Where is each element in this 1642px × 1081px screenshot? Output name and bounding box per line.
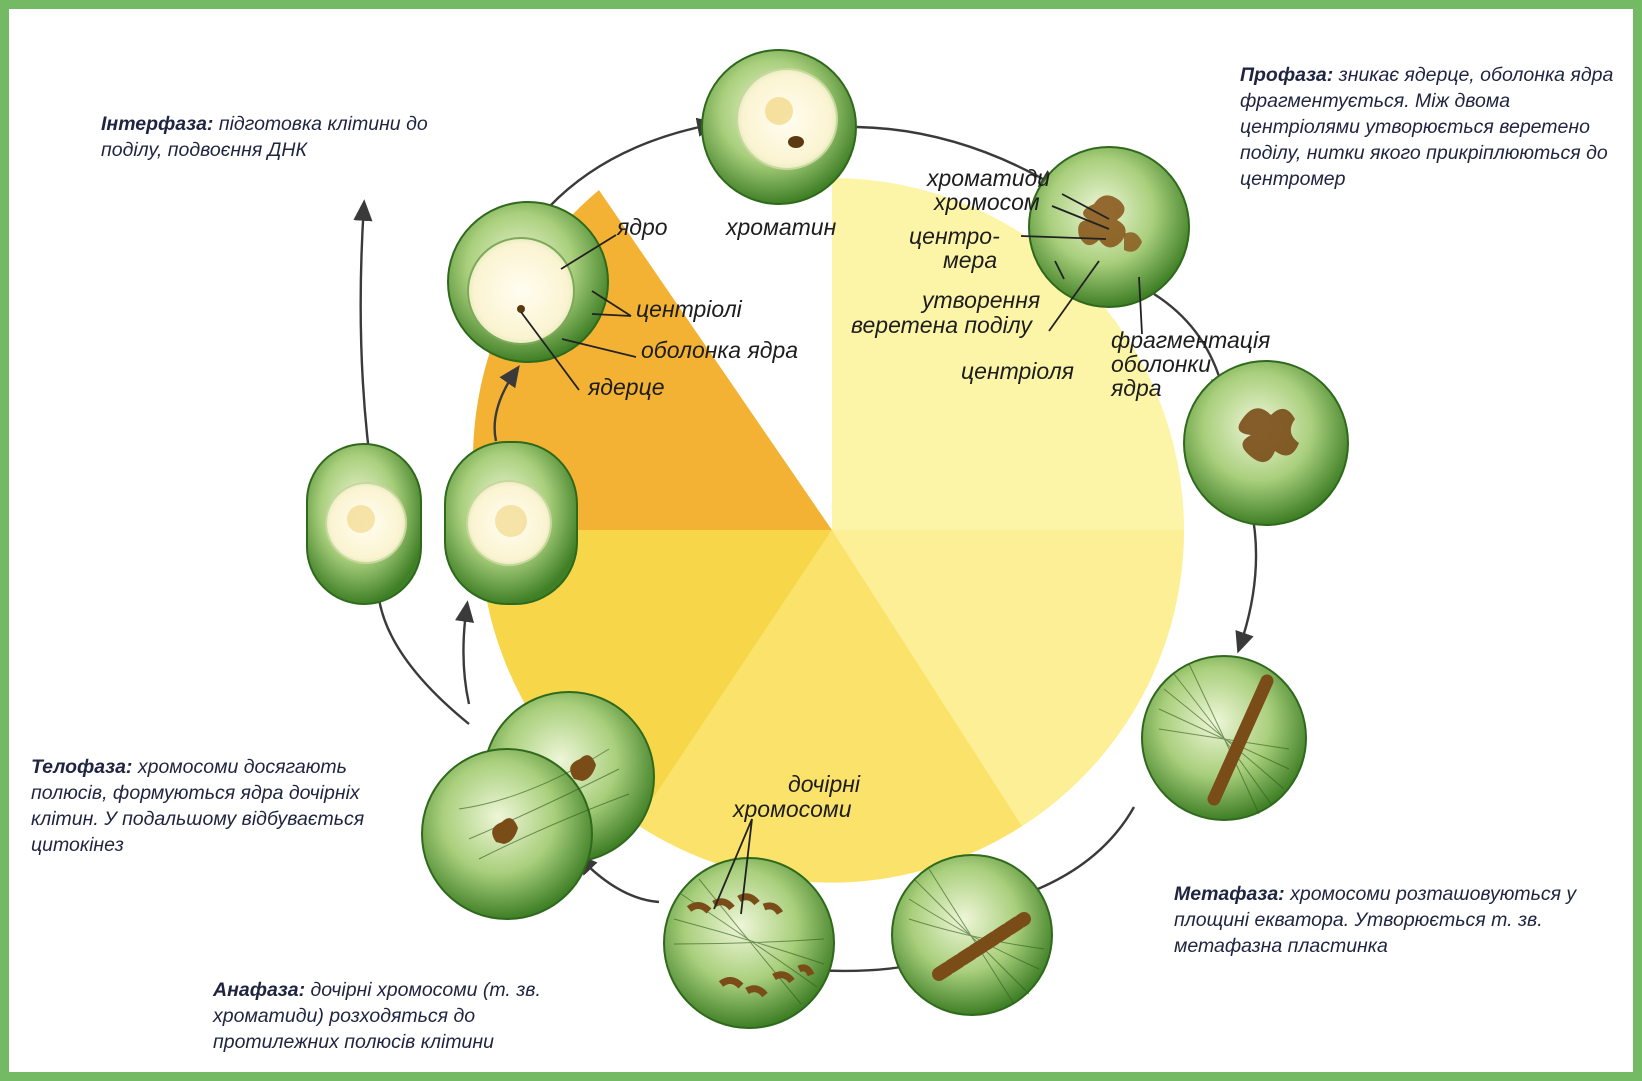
arrow-to-telophase [579,857,659,902]
label-spindle-2: веретена поділу [851,312,1033,338]
cell-interphase [448,202,608,362]
cell-top-chromatin [702,50,856,204]
phase-name-anaphase: Анафаза: [213,979,305,1001]
cell-prometaphase [1184,361,1348,525]
label-daughter-1: дочірні [788,771,861,797]
label-centromere-2: мера [943,247,997,273]
label-daughter-2: хромосоми [732,796,852,822]
label-spindle-1: утворення [920,287,1040,313]
label-centriole: центріоля [961,358,1074,384]
label-nucleolus: ядерце [587,374,665,400]
desc-telophase: Телофаза: хромосоми досягають полюсів, ф… [31,754,411,858]
label-nuclear-envelope: оболонка ядра [641,337,798,363]
desc-prophase: Профаза: зникає ядерце, оболонка ядра фр… [1240,62,1625,192]
label-centrioles: центріолі [636,296,743,322]
cell-anaphase [664,858,834,1028]
label-fragmentation-2: оболонки [1111,351,1211,377]
cell-metaphase-plate [892,855,1052,1015]
label-of-chromosomes: хромосом [933,189,1040,215]
phase-name-metaphase: Метафаза: [1174,883,1285,905]
desc-anaphase: Анафаза: дочірні хромосоми (т. зв. хрома… [213,977,598,1055]
label-fragmentation-1: фрагментація [1111,327,1270,353]
label-centromere-1: центро- [909,223,1000,249]
label-chromatin: хроматин [725,214,837,240]
cells-daughters [307,442,577,604]
arrow-meta-to-late-meta [1017,807,1134,897]
label-chromatids: хроматиди [926,165,1050,191]
label-nucleus: ядро [616,214,668,240]
arrow-telo-up [463,605,469,704]
phase-name-prophase: Профаза: [1240,64,1333,86]
phase-name-telophase: Телофаза: [31,756,132,778]
cell-telophase [422,692,654,919]
desc-metaphase: Метафаза: хромосоми розташовуються у пло… [1174,881,1619,959]
desc-interphase: Інтерфаза: підготовка клітини до поділу,… [101,111,481,163]
cell-prophase [1029,147,1189,307]
phase-name-interphase: Інтерфаза: [101,113,213,135]
cell-metaphase [1142,656,1306,820]
label-fragmentation-3: ядра [1110,375,1162,401]
